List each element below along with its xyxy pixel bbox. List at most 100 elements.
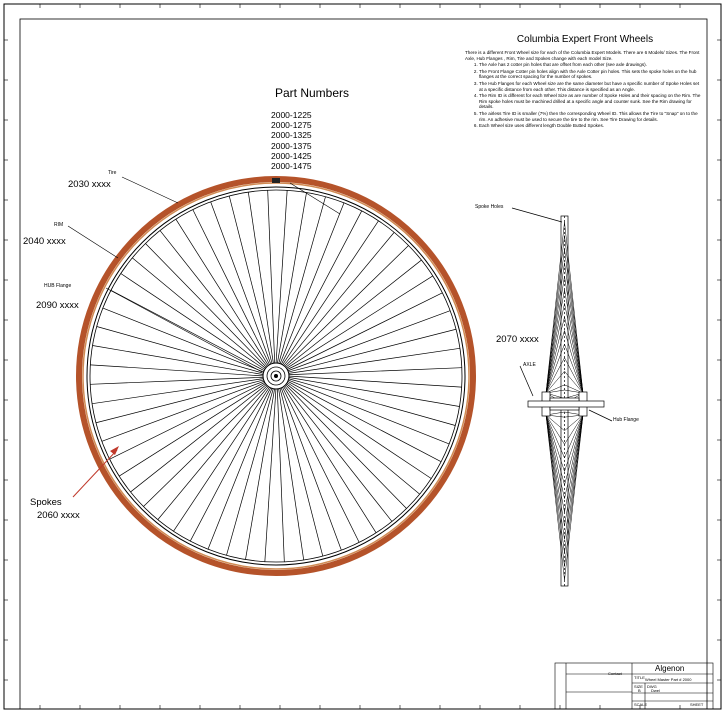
spoke xyxy=(110,289,266,372)
part-number: 2000-1275 xyxy=(271,120,312,131)
spoke xyxy=(264,387,277,562)
spoke xyxy=(285,275,433,370)
side-spoke xyxy=(564,276,584,394)
spoke xyxy=(247,192,274,365)
leader-lines xyxy=(67,176,341,373)
side-spoke xyxy=(545,414,565,581)
side-spoke xyxy=(545,414,565,486)
side-spokes xyxy=(545,221,584,581)
spoke xyxy=(280,210,363,366)
spoke xyxy=(173,386,271,532)
company-name: Algenon xyxy=(655,664,685,673)
side-spoke xyxy=(564,221,584,394)
sheet-label: SHEET xyxy=(690,702,704,707)
note-item: The airless Tire ID is smaller (7%) then… xyxy=(479,111,703,122)
side-spoke xyxy=(564,414,584,486)
spoke xyxy=(275,190,288,365)
spoke xyxy=(287,367,462,376)
part-number: 2000-1475 xyxy=(271,161,312,172)
hub-ring xyxy=(266,366,286,386)
spoke xyxy=(120,273,266,371)
side-spoke xyxy=(564,414,584,513)
spoke xyxy=(175,219,270,367)
spoke xyxy=(96,326,265,374)
spoke xyxy=(287,379,450,445)
side-spoke xyxy=(564,414,584,553)
side-spoke xyxy=(545,414,565,540)
side-spoke xyxy=(545,414,565,567)
spoke xyxy=(284,383,407,509)
spoke xyxy=(282,232,395,367)
side-spoke xyxy=(564,384,584,394)
drawing-title: Columbia Expert Front Wheels xyxy=(516,34,654,45)
axle-leader xyxy=(519,365,534,397)
side-spoke xyxy=(564,371,584,394)
spoke xyxy=(157,385,270,520)
side-spoke xyxy=(564,414,584,458)
rim xyxy=(86,186,466,566)
spoke xyxy=(267,190,276,365)
side-spoke xyxy=(564,289,584,394)
spoke xyxy=(119,382,267,477)
axle-center xyxy=(274,374,278,378)
side-spoke xyxy=(545,414,565,526)
side-spoke xyxy=(564,414,584,472)
spoke xyxy=(210,201,272,366)
side-spoke xyxy=(545,344,565,394)
side-part-number: 2070 xxxx xyxy=(496,334,539,345)
side-spoke xyxy=(545,414,565,553)
spoke xyxy=(159,230,269,368)
spoke xyxy=(92,345,265,376)
side-spoke xyxy=(564,316,584,394)
side-spoke xyxy=(545,371,565,394)
front-wheel-view xyxy=(76,176,476,576)
spoke xyxy=(280,386,342,551)
spoke xyxy=(189,386,272,542)
side-spoke xyxy=(545,414,565,499)
size-label: SIZE xyxy=(634,684,643,689)
side-spoke xyxy=(545,414,565,458)
border-ticks xyxy=(4,4,721,709)
side-spoke xyxy=(564,249,584,394)
spoke xyxy=(287,378,456,426)
side-spoke xyxy=(564,414,584,540)
spoke xyxy=(90,376,265,385)
side-wheel-view xyxy=(511,207,613,587)
side-spoke xyxy=(545,289,565,394)
spoke-holes-leader xyxy=(511,207,563,223)
hub-flange-side-label: Hub Flange xyxy=(613,417,639,423)
spoke xyxy=(90,364,265,377)
part-number: 2000-1425 xyxy=(271,150,312,161)
spoke xyxy=(281,220,379,366)
spoke xyxy=(226,387,274,556)
spoke xyxy=(279,202,345,365)
side-spoke xyxy=(545,303,565,394)
hub-flange-label: HUB Flange xyxy=(44,283,72,289)
side-spoke xyxy=(545,414,565,472)
spoke xyxy=(287,375,462,388)
title-label: TITLE xyxy=(634,675,645,680)
side-spoke xyxy=(545,414,565,431)
spoke xyxy=(287,347,460,374)
dwg-value: Dwel xyxy=(651,688,660,693)
spoke xyxy=(143,384,269,507)
hub-part-number: 2090 xxxx xyxy=(36,300,79,311)
axle-end xyxy=(270,370,282,382)
notes-list: The Axle has 2 cotter pin holes that are… xyxy=(465,62,703,129)
spoke xyxy=(279,387,324,557)
spoke xyxy=(283,384,393,522)
spoke xyxy=(278,196,326,365)
rim-part-number: 2040 xxxx xyxy=(23,236,66,247)
side-spoke xyxy=(564,414,584,431)
side-spoke xyxy=(545,357,565,394)
side-spoke xyxy=(545,330,565,394)
side-spoke xyxy=(564,414,584,526)
part-numbers-title: Part Numbers xyxy=(274,86,350,100)
spoke xyxy=(101,380,266,442)
side-spoke xyxy=(545,235,565,394)
spoke xyxy=(207,387,273,550)
spoke xyxy=(278,387,305,560)
rim-leader xyxy=(67,225,119,259)
spoke xyxy=(287,328,457,373)
side-spoke xyxy=(564,262,584,394)
